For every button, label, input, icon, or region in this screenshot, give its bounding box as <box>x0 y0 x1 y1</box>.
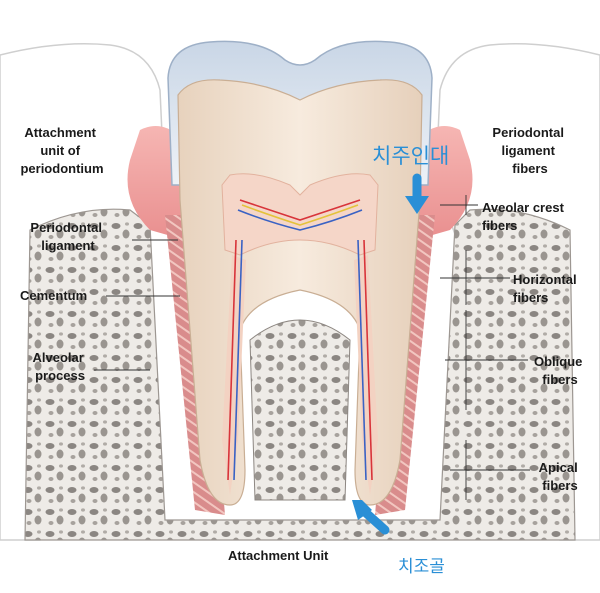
label-alveolar-process: Alveolar process <box>33 350 88 383</box>
pulp-vessels <box>227 199 373 481</box>
label-attachment-unit-of-periodontium: Attachment unit of periodontium <box>20 125 103 176</box>
interradicular-bone <box>249 319 351 501</box>
korean-label-chijuindae: 치주인대 <box>372 144 449 168</box>
label-aveolar-crest-fibers: Aveolar crest fibers <box>482 200 568 233</box>
arrow-chijuindae <box>405 173 429 214</box>
label-attachment-unit: Attachment Unit <box>228 548 329 563</box>
pulp-chamber <box>221 173 379 256</box>
label-apical-fibers: Apical fibers <box>539 460 582 493</box>
leader-lines <box>94 195 530 500</box>
label-periodontal-ligament: Periodontal ligament <box>30 220 105 253</box>
korean-label-chijogol: 치조골 <box>398 557 445 577</box>
label-oblique-fibers: Oblique fibers <box>534 354 586 387</box>
alveolar-bone <box>24 208 576 541</box>
label-horizontal-fibers: Horizontal fibers <box>513 272 580 305</box>
arrow-chijogol <box>352 500 390 535</box>
label-cementum: Cementum <box>20 288 87 303</box>
label-periodontal-ligament-fibers: Periodontal ligament fibers <box>492 125 567 176</box>
